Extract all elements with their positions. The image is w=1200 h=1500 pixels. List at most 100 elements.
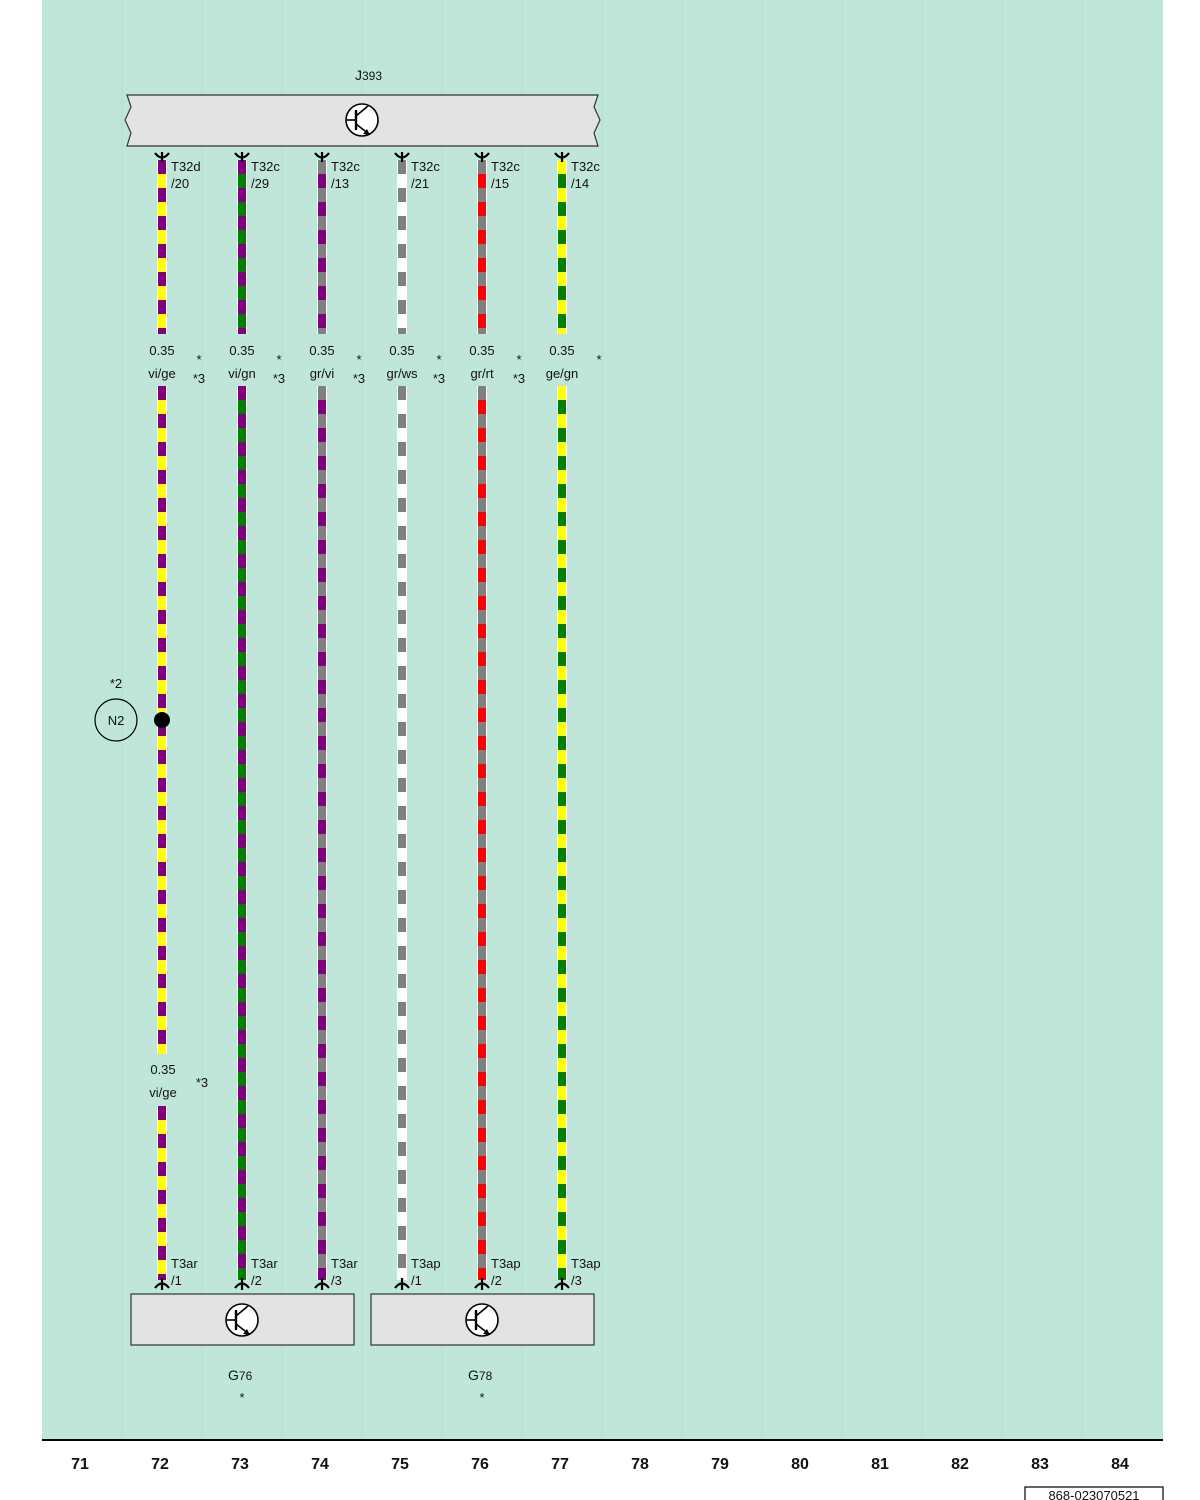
wire-stripe xyxy=(558,1072,566,1086)
wire-stripe xyxy=(318,932,326,946)
bottom-pin-number: /1 xyxy=(411,1273,422,1288)
wire-star: * xyxy=(596,352,601,367)
wire-stripe xyxy=(478,568,486,582)
wire-stripe xyxy=(398,1184,406,1198)
wire-stripe xyxy=(318,960,326,974)
wire-stripe xyxy=(398,1240,406,1254)
bottom-pin-label: T3ar xyxy=(171,1256,198,1271)
wire-stripe xyxy=(318,428,326,442)
wire-stripe xyxy=(558,848,566,862)
top-pin-label: T32c xyxy=(331,159,360,174)
wire-stripe xyxy=(558,708,566,722)
wire-stripe xyxy=(558,792,566,806)
column-number: 78 xyxy=(631,1456,649,1473)
wire-stripe xyxy=(398,314,406,328)
top-pin-label: T32c xyxy=(571,159,600,174)
wire-stripe xyxy=(158,1148,166,1162)
wire-stripe xyxy=(238,428,246,442)
wire-stripe xyxy=(398,1016,406,1030)
wire-color-code: vi/ge xyxy=(148,366,175,381)
wire-stripe xyxy=(318,820,326,834)
wire-stripe xyxy=(158,988,166,1002)
wire-color-code: gr/vi xyxy=(310,366,335,381)
wire-stripe xyxy=(158,652,166,666)
bottom-pin-label: T3ar xyxy=(251,1256,278,1271)
wire-stripe xyxy=(158,680,166,694)
wire-stripe xyxy=(398,286,406,300)
wire-stripe xyxy=(478,652,486,666)
wire-stripe xyxy=(158,568,166,582)
wire-stripe xyxy=(238,1128,246,1142)
wire-stripe xyxy=(238,456,246,470)
wire-stripe xyxy=(558,764,566,778)
column-number: 73 xyxy=(231,1456,249,1473)
wire-stripe xyxy=(478,596,486,610)
transistor-circle xyxy=(345,103,379,137)
wire-stripe xyxy=(318,1184,326,1198)
wire-stripe xyxy=(558,1044,566,1058)
wire-color-code: vi/gn xyxy=(228,366,255,381)
transistor-arrow xyxy=(483,1329,490,1335)
wire-stripe xyxy=(238,174,246,188)
bottom-pin-number: /2 xyxy=(491,1273,502,1288)
wire-stripe xyxy=(558,680,566,694)
wire-stripe xyxy=(238,1184,246,1198)
bottom-pin-number: /2 xyxy=(251,1273,262,1288)
wire-stripe xyxy=(158,230,166,244)
top-pin-label: T32c xyxy=(411,159,440,174)
column-number: 72 xyxy=(151,1456,169,1473)
wire-stripe xyxy=(478,1156,486,1170)
wire-stripe xyxy=(478,202,486,216)
column-gridlines xyxy=(121,0,1083,1440)
wire-stripe xyxy=(398,1072,406,1086)
column-number: 71 xyxy=(71,1456,89,1473)
wire-stripe xyxy=(318,1156,326,1170)
wire-stripe xyxy=(318,1016,326,1030)
wire-stripe xyxy=(478,820,486,834)
wire-stripe xyxy=(158,484,166,498)
wire-stripe xyxy=(158,1016,166,1030)
wire-stripe xyxy=(158,876,166,890)
wire-stripe xyxy=(478,1128,486,1142)
wire-stripe xyxy=(478,736,486,750)
wire-stripe xyxy=(318,1268,326,1280)
wire-stripe xyxy=(558,1268,566,1280)
wire-size: 0.35 xyxy=(149,343,174,358)
wire-stripe xyxy=(478,988,486,1002)
wire-stripe xyxy=(318,736,326,750)
wire-stripe xyxy=(558,652,566,666)
wire-star: * xyxy=(436,352,441,367)
wire-stripe xyxy=(318,1240,326,1254)
top-pin-number: /20 xyxy=(171,176,189,191)
wire-stripe xyxy=(398,764,406,778)
wire-stripe xyxy=(158,456,166,470)
wire-stripe xyxy=(238,286,246,300)
top-pin-number: /13 xyxy=(331,176,349,191)
top-pin-label: T32c xyxy=(491,159,520,174)
wire-stripe xyxy=(478,904,486,918)
wire-stripe xyxy=(398,736,406,750)
wire-star: * xyxy=(356,352,361,367)
bottom-pin-number: /3 xyxy=(571,1273,582,1288)
wire-stripe xyxy=(158,1232,166,1246)
wire-stripe xyxy=(238,400,246,414)
wire-stripe xyxy=(398,456,406,470)
wire-stripe xyxy=(398,1100,406,1114)
wire-stripe xyxy=(558,456,566,470)
transistor-circle xyxy=(465,1303,499,1337)
wire-stripe xyxy=(558,202,566,216)
wire-stripe xyxy=(158,1176,166,1190)
wire-stripe xyxy=(158,314,166,328)
wire-stripe xyxy=(238,848,246,862)
wire-stripe xyxy=(478,258,486,272)
wire-star: * xyxy=(196,352,201,367)
wire-core xyxy=(238,160,246,334)
wire-stripe xyxy=(158,1260,166,1274)
wire-stripe xyxy=(558,1156,566,1170)
wire-note: *3 xyxy=(273,371,285,386)
wire-stripe xyxy=(398,540,406,554)
wire-stripe xyxy=(158,1204,166,1218)
wire-star: * xyxy=(276,352,281,367)
transistor-collector xyxy=(475,1305,489,1317)
